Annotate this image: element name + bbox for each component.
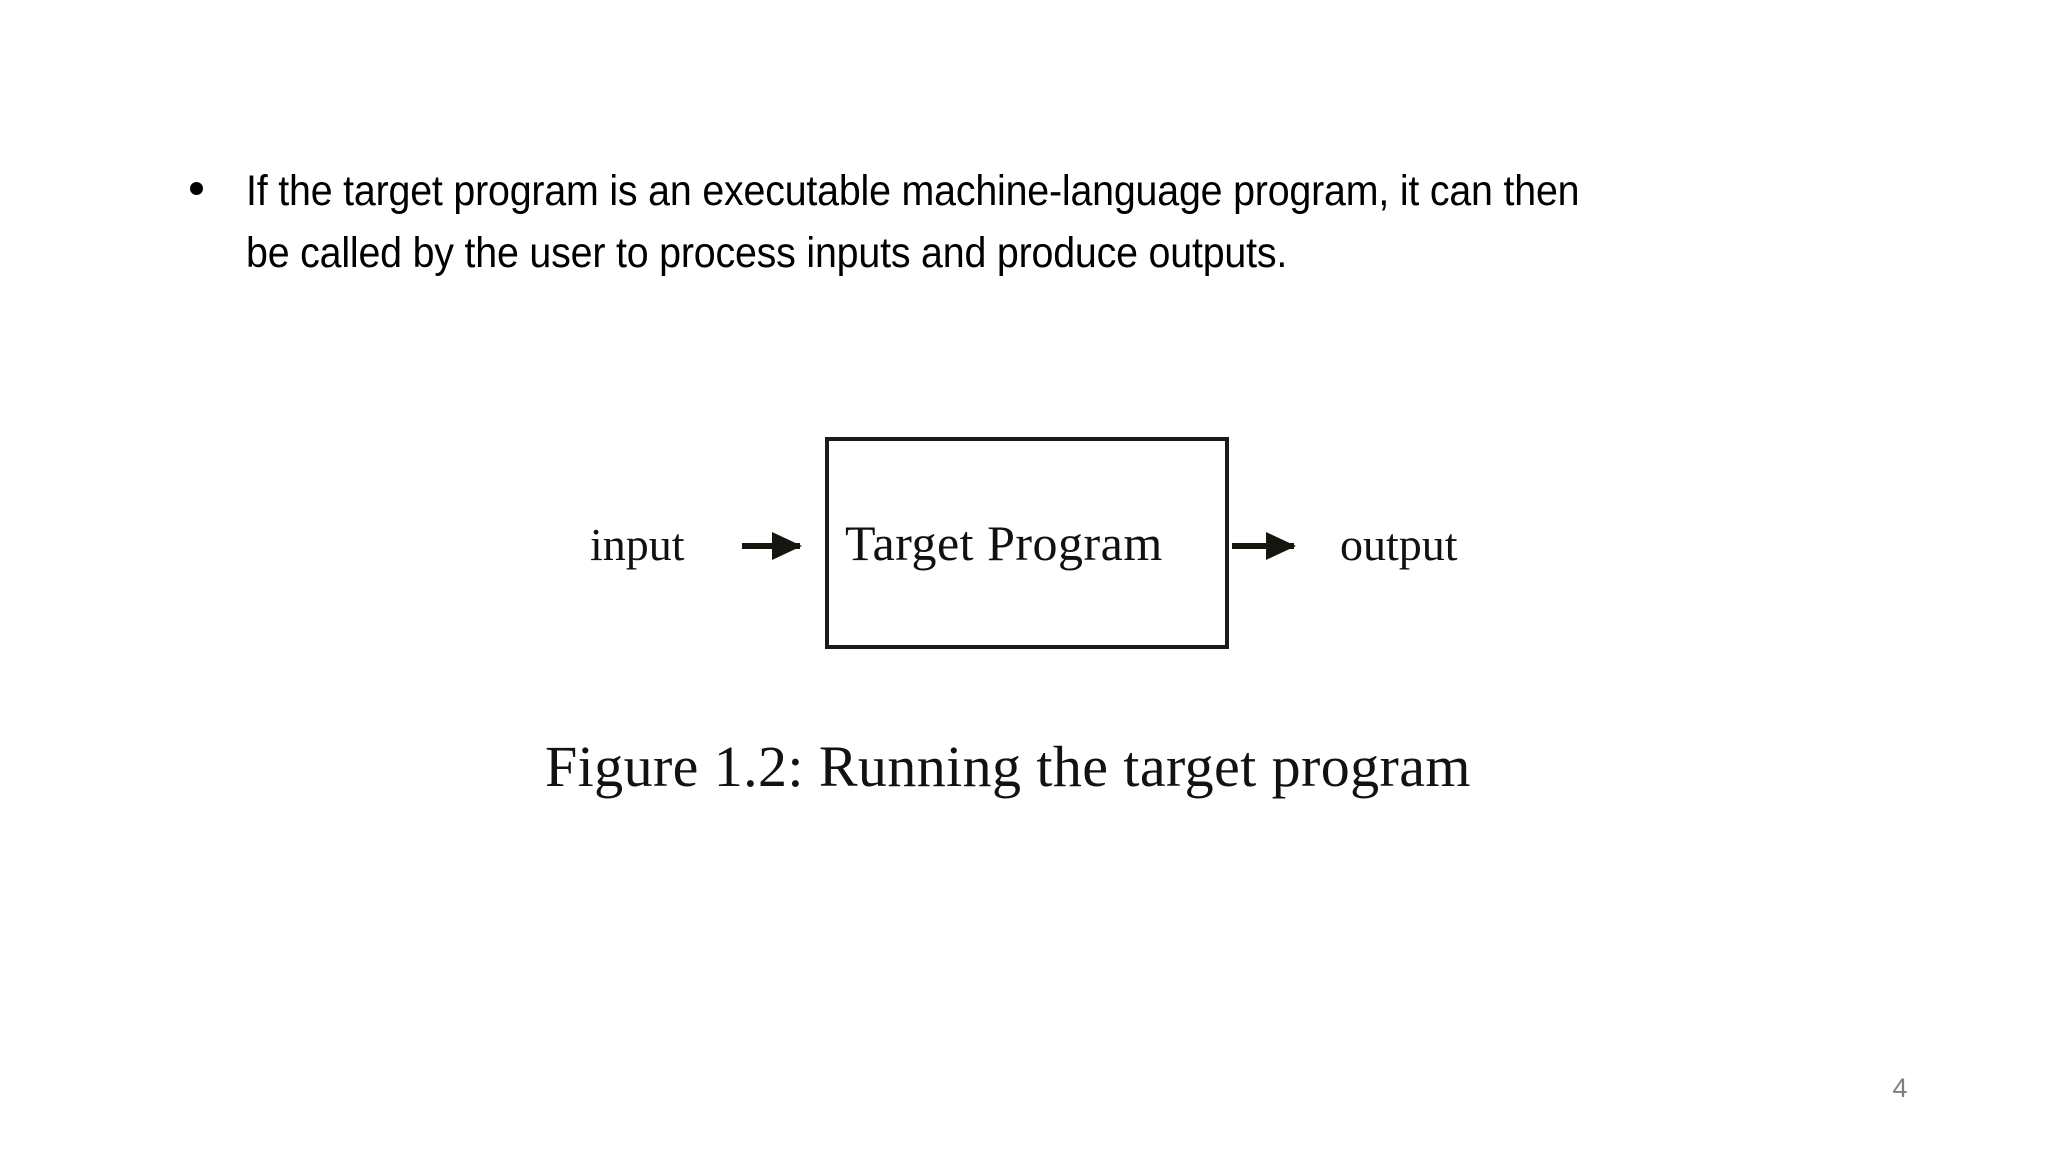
body-text-placeholder[interactable]: If the target program is an executable m… [190,160,1890,284]
bullet-item: If the target program is an executable m… [190,160,1890,284]
output-arrow-right-icon [1232,532,1296,560]
output-label: output [1340,519,1458,570]
bullet-line-2: be called by the user to process inputs … [246,229,1288,277]
input-label: input [590,519,685,570]
target-program-box [825,437,1229,649]
bullet-line-1: If the target program is an executable m… [246,167,1580,215]
bullet-marker-icon [190,182,203,195]
input-arrow-right-icon [742,532,802,560]
target-program-label: Target Program [845,515,1163,571]
slide-number: 4 [1892,1073,1908,1103]
figure-caption: Figure 1.2: Running the target program [545,734,1471,799]
